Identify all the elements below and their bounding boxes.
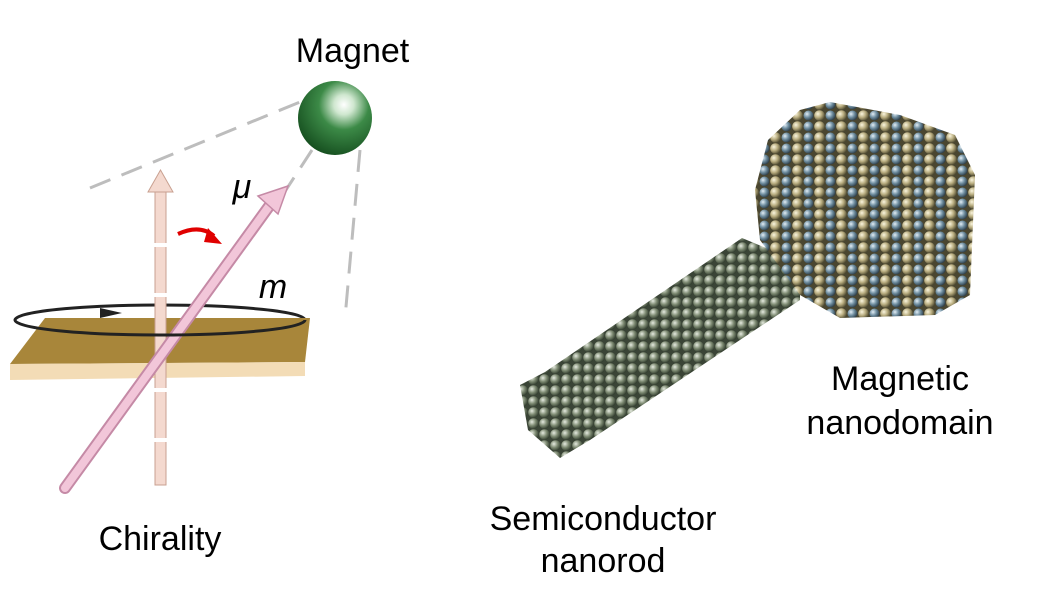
- nanorod-label-line2: nanorod: [540, 542, 666, 580]
- precession-orbit-front: [13, 319, 307, 337]
- magnet-label: Magnet: [295, 32, 410, 70]
- semiconductor-nanorod: [520, 238, 800, 458]
- magnetic-moment-arrow: [59, 184, 290, 494]
- magnetic-nanodomain: [755, 102, 975, 318]
- chirality-label: Chirality: [98, 520, 222, 558]
- mu-label: μ: [232, 168, 252, 206]
- nanodomain-label-line1: Magnetic: [831, 360, 969, 398]
- orbit-arrowhead: [100, 308, 122, 318]
- nanodomain-label-line2: nanodomain: [806, 404, 994, 442]
- nanorod-label-line1: Semiconductor: [489, 500, 717, 538]
- magnet-sphere: [298, 81, 372, 155]
- rotation-arrowhead: [204, 228, 222, 244]
- chirality-axis-arrow: [147, 168, 174, 486]
- m-label: m: [258, 268, 288, 306]
